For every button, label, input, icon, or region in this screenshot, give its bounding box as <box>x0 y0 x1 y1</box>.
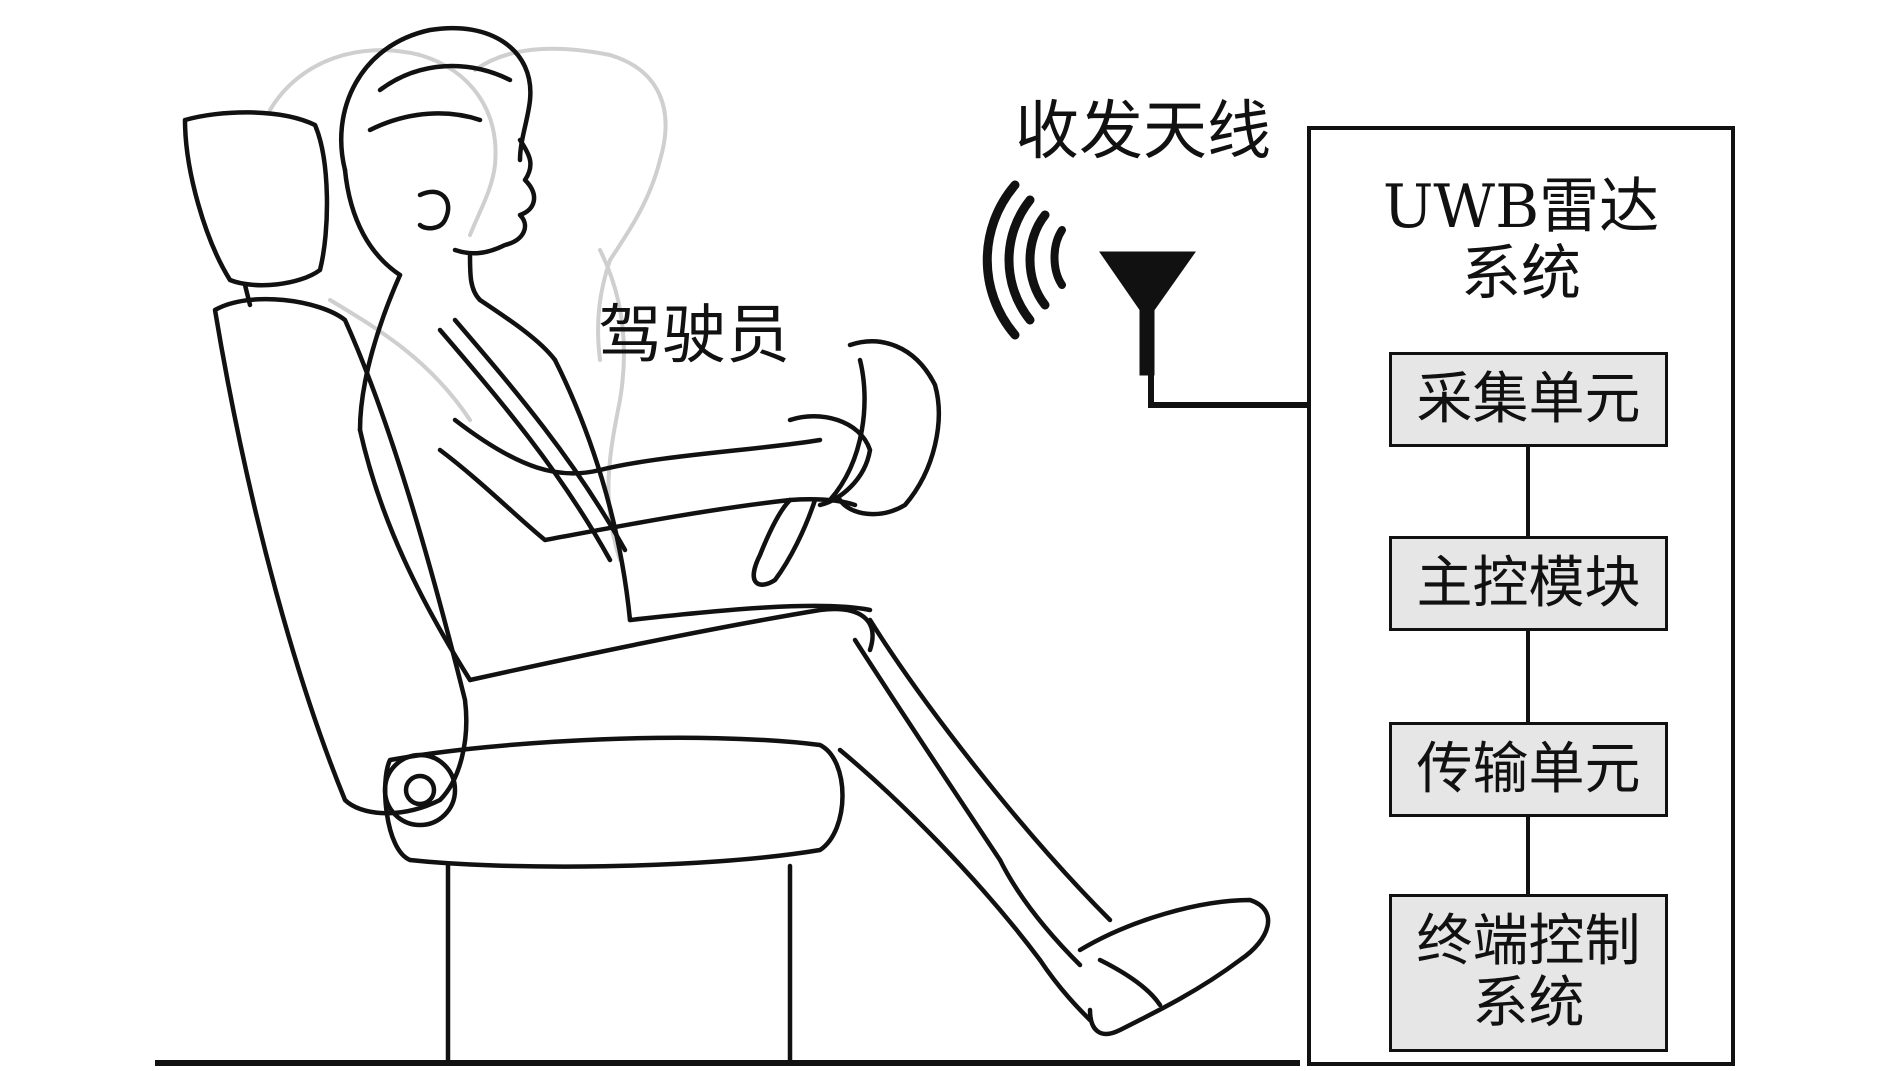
terminal-control-label-line1: 终端控制 <box>1416 909 1641 975</box>
system-title: UWB雷达 系统 <box>1311 172 1731 310</box>
antenna-icon <box>1099 251 1196 376</box>
system-title-line2: 系统 <box>1461 239 1581 310</box>
radio-wave-icon <box>982 180 1066 340</box>
antenna-label: 收发天线 <box>1015 95 1271 169</box>
transmission-unit-label: 传输单元 <box>1416 736 1641 802</box>
terminal-control-system: 终端控制 系统 <box>1389 894 1668 1052</box>
system-title-line1: UWB雷达 <box>1382 172 1660 242</box>
driver-figure <box>339 25 1271 1037</box>
car-seat <box>182 110 845 1066</box>
collection-unit-label: 采集单元 <box>1416 366 1641 432</box>
terminal-control-label-line2: 系统 <box>1472 971 1585 1036</box>
transmission-unit: 传输单元 <box>1389 722 1668 817</box>
collection-unit: 采集单元 <box>1389 352 1668 447</box>
main-control-module-label: 主控模块 <box>1416 550 1641 616</box>
driver-label: 驾驶员 <box>598 299 790 373</box>
main-control-module: 主控模块 <box>1389 536 1668 631</box>
